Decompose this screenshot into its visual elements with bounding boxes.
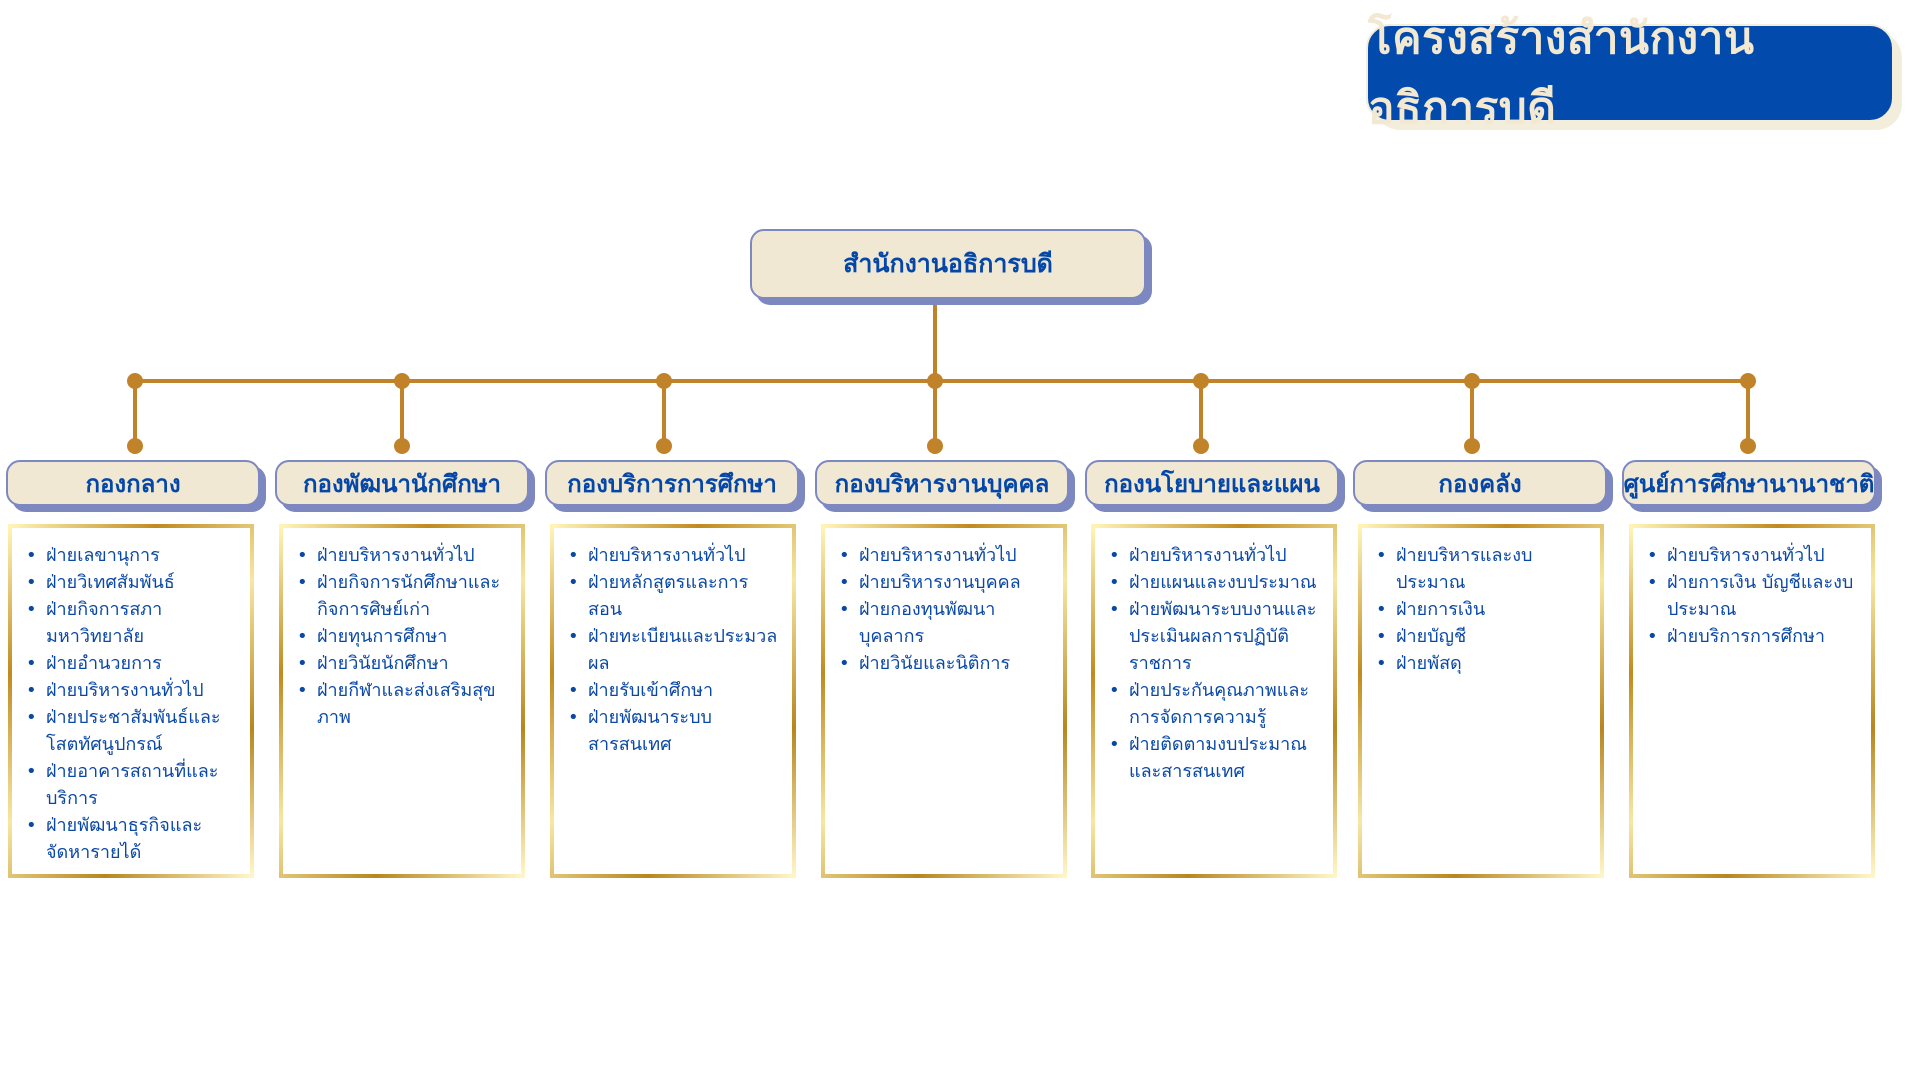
unit-item: ฝ่ายบริหารงานทั่วไป: [1109, 542, 1323, 569]
unit-list-box: ฝ่ายเลขานุการฝ่ายวิเทศสัมพันธ์ฝ่ายกิจการ…: [8, 524, 254, 878]
endpoint-dot: [927, 438, 943, 454]
unit-list: ฝ่ายบริหารงานทั่วไปฝ่ายหลักสูตรและการสอน…: [568, 542, 782, 758]
endpoint-dot: [656, 438, 672, 454]
junction-dot: [927, 373, 943, 389]
unit-item: ฝ่ายทุนการศึกษา: [297, 623, 511, 650]
title-badge: โครงสร้างสำนักงานอธิการบดี: [1366, 13, 1902, 134]
unit-item: ฝ่ายวิเทศสัมพันธ์: [26, 569, 240, 596]
unit-item: ฝ่ายบริหารงานทั่วไป: [26, 677, 240, 704]
unit-item: ฝ่ายการเงิน บัญชีและงบประมาณ: [1647, 569, 1861, 623]
unit-item: ฝ่ายบัญชี: [1376, 623, 1590, 650]
unit-list-box: ฝ่ายบริหารและงบประมาณฝ่ายการเงินฝ่ายบัญช…: [1358, 524, 1604, 878]
unit-item: ฝ่ายประชาสัมพันธ์และโสตทัศนูปกรณ์: [26, 704, 240, 758]
junction-dot: [656, 373, 672, 389]
unit-item: ฝ่ายอำนวยการ: [26, 650, 240, 677]
endpoint-dot: [1193, 438, 1209, 454]
unit-item: ฝ่ายวินัยและนิติการ: [839, 650, 1053, 677]
unit-list-box: ฝ่ายบริหารงานทั่วไปฝ่ายหลักสูตรและการสอน…: [550, 524, 796, 878]
endpoint-dot: [394, 438, 410, 454]
unit-list-box: ฝ่ายบริหารงานทั่วไปฝ่ายบริหารงานบุคคลฝ่า…: [821, 524, 1067, 878]
unit-item: ฝ่ายกีฬาและส่งเสริมสุขภาพ: [297, 677, 511, 731]
unit-item: ฝ่ายกิจการสภามหาวิทยาลัย: [26, 596, 240, 650]
unit-item: ฝ่ายพัฒนาระบบสารสนเทศ: [568, 704, 782, 758]
unit-item: ฝ่ายติดตามงบประมาณและสารสนเทศ: [1109, 731, 1323, 785]
unit-list-box: ฝ่ายบริหารงานทั่วไปฝ่ายกิจการนักศึกษาและ…: [279, 524, 525, 878]
endpoint-dot: [1464, 438, 1480, 454]
unit-list: ฝ่ายบริหารงานทั่วไปฝ่ายการเงิน บัญชีและง…: [1647, 542, 1861, 650]
unit-item: ฝ่ายกิจการนักศึกษาและกิจการศิษย์เก่า: [297, 569, 511, 623]
unit-item: ฝ่ายบริหารงานทั่วไป: [1647, 542, 1861, 569]
unit-item: ฝ่ายอาคารสถานที่และบริการ: [26, 758, 240, 812]
unit-item: ฝ่ายพัสดุ: [1376, 650, 1590, 677]
unit-item: ฝ่ายกองทุนพัฒนาบุคลากร: [839, 596, 1053, 650]
unit-list: ฝ่ายบริหารงานทั่วไปฝ่ายกิจการนักศึกษาและ…: [297, 542, 511, 731]
page-title: โครงสร้างสำนักงานอธิการบดี: [1366, 13, 1894, 134]
root-node: สำนักงานอธิการบดี: [750, 229, 1146, 299]
unit-item: ฝ่ายวินัยนักศึกษา: [297, 650, 511, 677]
unit-item: ฝ่ายการเงิน: [1376, 596, 1590, 623]
unit-item: ฝ่ายรับเข้าศึกษา: [568, 677, 782, 704]
unit-item: ฝ่ายทะเบียนและประมวลผล: [568, 623, 782, 677]
endpoint-dot: [127, 438, 143, 454]
unit-list-box: ฝ่ายบริหารงานทั่วไปฝ่ายแผนและงบประมาณฝ่า…: [1091, 524, 1337, 878]
department-node: กองบริหารงานบุคคล: [815, 460, 1069, 506]
junction-dot: [127, 373, 143, 389]
unit-item: ฝ่ายเลขานุการ: [26, 542, 240, 569]
department-node: กองพัฒนานักศึกษา: [275, 460, 529, 506]
unit-item: ฝ่ายบริหารงานทั่วไป: [839, 542, 1053, 569]
unit-item: ฝ่ายบริหารงานทั่วไป: [297, 542, 511, 569]
department-node: ศูนย์การศึกษานานาชาติ: [1622, 460, 1876, 506]
unit-list: ฝ่ายบริหารและงบประมาณฝ่ายการเงินฝ่ายบัญช…: [1376, 542, 1590, 677]
junction-dot: [1193, 373, 1209, 389]
unit-item: ฝ่ายประกันคุณภาพและการจัดการความรู้: [1109, 677, 1323, 731]
unit-item: ฝ่ายแผนและงบประมาณ: [1109, 569, 1323, 596]
junction-dot: [1464, 373, 1480, 389]
department-node: กองคลัง: [1353, 460, 1607, 506]
unit-item: ฝ่ายหลักสูตรและการสอน: [568, 569, 782, 623]
unit-item: ฝ่ายบริหารงานทั่วไป: [568, 542, 782, 569]
department-node: กองกลาง: [6, 460, 260, 506]
endpoint-dot: [1740, 438, 1756, 454]
unit-item: ฝ่ายพัฒนาระบบงานและประเมินผลการปฏิบัติรา…: [1109, 596, 1323, 677]
unit-item: ฝ่ายพัฒนาธุรกิจและจัดหารายได้: [26, 812, 240, 866]
unit-list: ฝ่ายบริหารงานทั่วไปฝ่ายบริหารงานบุคคลฝ่า…: [839, 542, 1053, 677]
department-node: กองบริการการศึกษา: [545, 460, 799, 506]
unit-item: ฝ่ายบริหารและงบประมาณ: [1376, 542, 1590, 596]
unit-item: ฝ่ายบริการการศึกษา: [1647, 623, 1861, 650]
junction-dot: [1740, 373, 1756, 389]
unit-list-box: ฝ่ายบริหารงานทั่วไปฝ่ายการเงิน บัญชีและง…: [1629, 524, 1875, 878]
unit-item: ฝ่ายบริหารงานบุคคล: [839, 569, 1053, 596]
unit-list: ฝ่ายบริหารงานทั่วไปฝ่ายแผนและงบประมาณฝ่า…: [1109, 542, 1323, 785]
unit-list: ฝ่ายเลขานุการฝ่ายวิเทศสัมพันธ์ฝ่ายกิจการ…: [26, 542, 240, 866]
junction-dot: [394, 373, 410, 389]
department-node: กองนโยบายและแผน: [1085, 460, 1339, 506]
